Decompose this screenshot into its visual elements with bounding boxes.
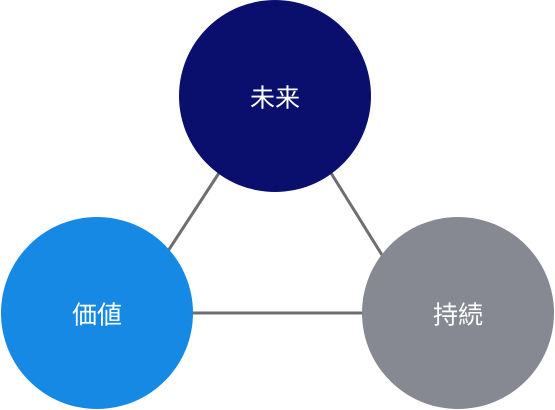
node-top: 未来 <box>179 0 371 192</box>
node-right: 持続 <box>362 217 554 409</box>
node-top-label: 未来 <box>250 84 300 113</box>
connector-top-right <box>329 172 384 256</box>
node-left: 価値 <box>1 217 193 409</box>
node-right-label: 持続 <box>433 301 483 330</box>
node-right-circle <box>362 217 554 409</box>
node-left-label: 価値 <box>72 301 122 330</box>
node-top-circle <box>179 0 371 192</box>
node-left-circle <box>1 217 193 409</box>
connector-top-left <box>166 172 221 252</box>
